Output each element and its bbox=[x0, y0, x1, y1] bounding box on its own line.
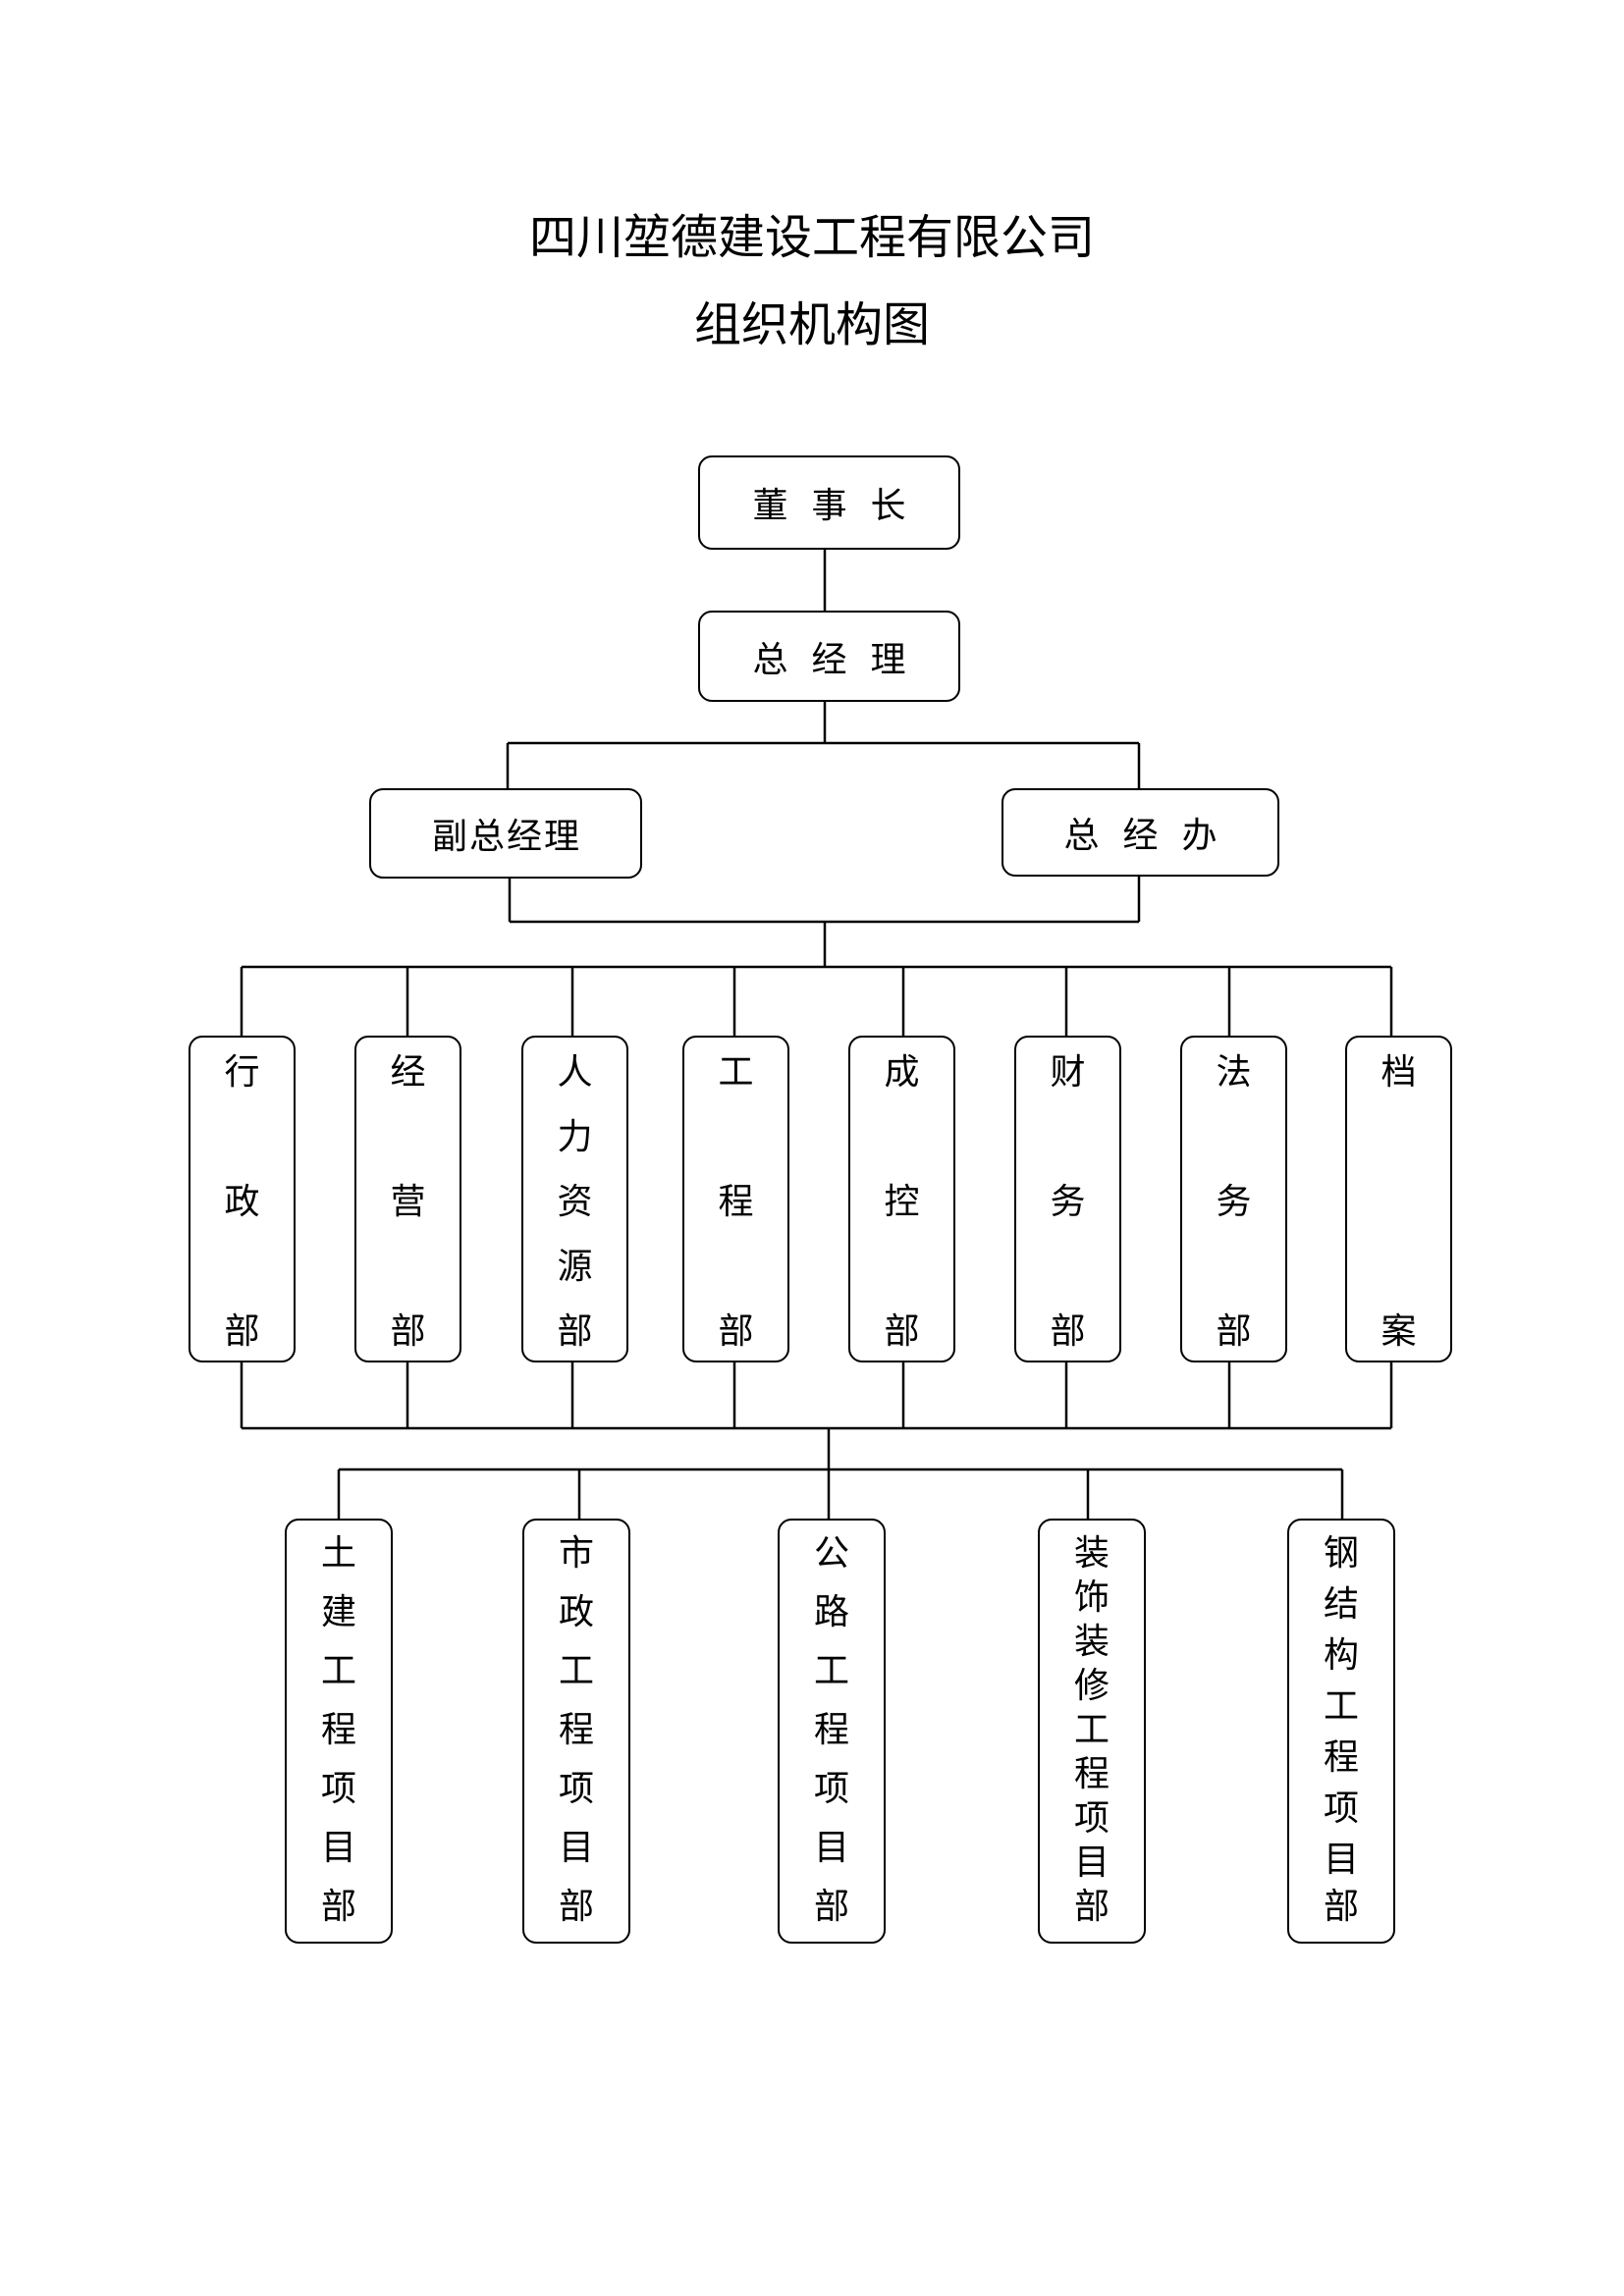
department-char: 工 bbox=[718, 1052, 754, 1093]
project-box-highway: 公 路 工 程 项 目 部 bbox=[778, 1519, 886, 1944]
project-char: 工 bbox=[1073, 1710, 1110, 1750]
project-char: 部 bbox=[1323, 1887, 1359, 1927]
department-box-engineering: 工 程 部 bbox=[682, 1036, 789, 1362]
department-char: 人 bbox=[557, 1052, 593, 1093]
general-manager-office-label: 总经办 bbox=[1063, 816, 1241, 856]
vice-general-manager-box: 副总经理 bbox=[369, 788, 642, 879]
department-char: 部 bbox=[224, 1311, 260, 1352]
department-char: 务 bbox=[1216, 1182, 1252, 1222]
project-box-municipal: 市 政 工 程 项 目 部 bbox=[522, 1519, 630, 1944]
department-char: 营 bbox=[390, 1182, 426, 1222]
project-char: 目 bbox=[1073, 1842, 1110, 1883]
project-char: 目 bbox=[558, 1828, 594, 1868]
general-manager-box: 总经理 bbox=[698, 611, 960, 702]
project-char: 市 bbox=[558, 1533, 594, 1574]
department-char: 财 bbox=[1050, 1052, 1086, 1093]
department-char: 力 bbox=[557, 1117, 593, 1157]
department-char: 经 bbox=[390, 1052, 426, 1093]
project-char: 目 bbox=[1323, 1840, 1359, 1880]
department-box-cost-control: 成 控 部 bbox=[848, 1036, 955, 1362]
project-char: 构 bbox=[1323, 1635, 1359, 1676]
project-char: 钢 bbox=[1323, 1533, 1359, 1574]
department-char: 务 bbox=[1050, 1182, 1086, 1222]
department-char: 法 bbox=[1216, 1052, 1252, 1093]
project-char: 程 bbox=[558, 1710, 594, 1750]
department-box-archives: 档 案 bbox=[1345, 1036, 1452, 1362]
project-char: 项 bbox=[320, 1769, 356, 1809]
project-char: 路 bbox=[813, 1592, 849, 1632]
project-char: 程 bbox=[1073, 1754, 1110, 1794]
chart-subtitle: 组织机构图 bbox=[693, 297, 930, 352]
project-char: 项 bbox=[813, 1769, 849, 1809]
department-box-finance: 财 务 部 bbox=[1014, 1036, 1121, 1362]
general-manager-label: 总经理 bbox=[752, 639, 930, 680]
department-char: 档 bbox=[1380, 1052, 1417, 1093]
project-char: 目 bbox=[320, 1828, 356, 1868]
company-title: 四川堃德建设工程有限公司 bbox=[528, 210, 1095, 265]
project-char: 工 bbox=[813, 1651, 849, 1691]
chairman-box: 董事长 bbox=[698, 455, 960, 550]
project-char: 结 bbox=[1323, 1584, 1359, 1625]
department-char: 程 bbox=[718, 1182, 754, 1222]
project-box-decoration: 装 饰 装 修 工 程 项 目 部 bbox=[1038, 1519, 1146, 1944]
project-char: 部 bbox=[1073, 1887, 1110, 1927]
project-char: 程 bbox=[813, 1710, 849, 1750]
department-box-business: 经 营 部 bbox=[354, 1036, 461, 1362]
department-char: 部 bbox=[390, 1311, 426, 1352]
project-char: 程 bbox=[320, 1710, 356, 1750]
project-char: 程 bbox=[1323, 1737, 1359, 1778]
project-box-civil: 土 建 工 程 项 目 部 bbox=[285, 1519, 393, 1944]
department-char: 控 bbox=[884, 1182, 920, 1222]
project-char: 工 bbox=[558, 1651, 594, 1691]
department-char: 部 bbox=[1050, 1311, 1086, 1352]
project-char: 修 bbox=[1073, 1666, 1110, 1706]
project-char: 目 bbox=[813, 1828, 849, 1868]
department-char: 行 bbox=[224, 1052, 260, 1093]
department-char: 部 bbox=[718, 1311, 754, 1352]
project-char: 部 bbox=[320, 1887, 356, 1927]
project-char: 饰 bbox=[1073, 1577, 1110, 1618]
department-char: 部 bbox=[884, 1311, 920, 1352]
department-char: 部 bbox=[557, 1311, 593, 1352]
department-char: 成 bbox=[884, 1052, 920, 1093]
department-box-legal: 法 务 部 bbox=[1180, 1036, 1287, 1362]
chairman-label: 董事长 bbox=[752, 486, 930, 526]
department-char: 源 bbox=[557, 1247, 593, 1287]
project-char: 部 bbox=[558, 1887, 594, 1927]
project-char: 工 bbox=[1323, 1686, 1359, 1727]
department-box-admin: 行 政 部 bbox=[189, 1036, 296, 1362]
project-char: 土 bbox=[320, 1533, 356, 1574]
department-char: 政 bbox=[224, 1182, 260, 1222]
general-manager-office-box: 总经办 bbox=[1001, 788, 1279, 877]
project-char: 工 bbox=[320, 1651, 356, 1691]
project-char: 项 bbox=[1323, 1789, 1359, 1829]
project-char: 建 bbox=[320, 1592, 356, 1632]
project-char: 部 bbox=[813, 1887, 849, 1927]
project-char: 公 bbox=[813, 1533, 849, 1574]
project-char: 项 bbox=[1073, 1798, 1110, 1839]
project-box-steel-structure: 钢 结 构 工 程 项 目 部 bbox=[1287, 1519, 1395, 1944]
project-char: 政 bbox=[558, 1592, 594, 1632]
department-char: 资 bbox=[557, 1182, 593, 1222]
vice-general-manager-label: 副总经理 bbox=[431, 817, 581, 857]
project-char: 装 bbox=[1073, 1533, 1110, 1574]
department-box-hr: 人 力 资 源 部 bbox=[521, 1036, 628, 1362]
department-char: 部 bbox=[1216, 1311, 1252, 1352]
project-char: 装 bbox=[1073, 1622, 1110, 1662]
project-char: 项 bbox=[558, 1769, 594, 1809]
department-char: 案 bbox=[1380, 1311, 1417, 1352]
